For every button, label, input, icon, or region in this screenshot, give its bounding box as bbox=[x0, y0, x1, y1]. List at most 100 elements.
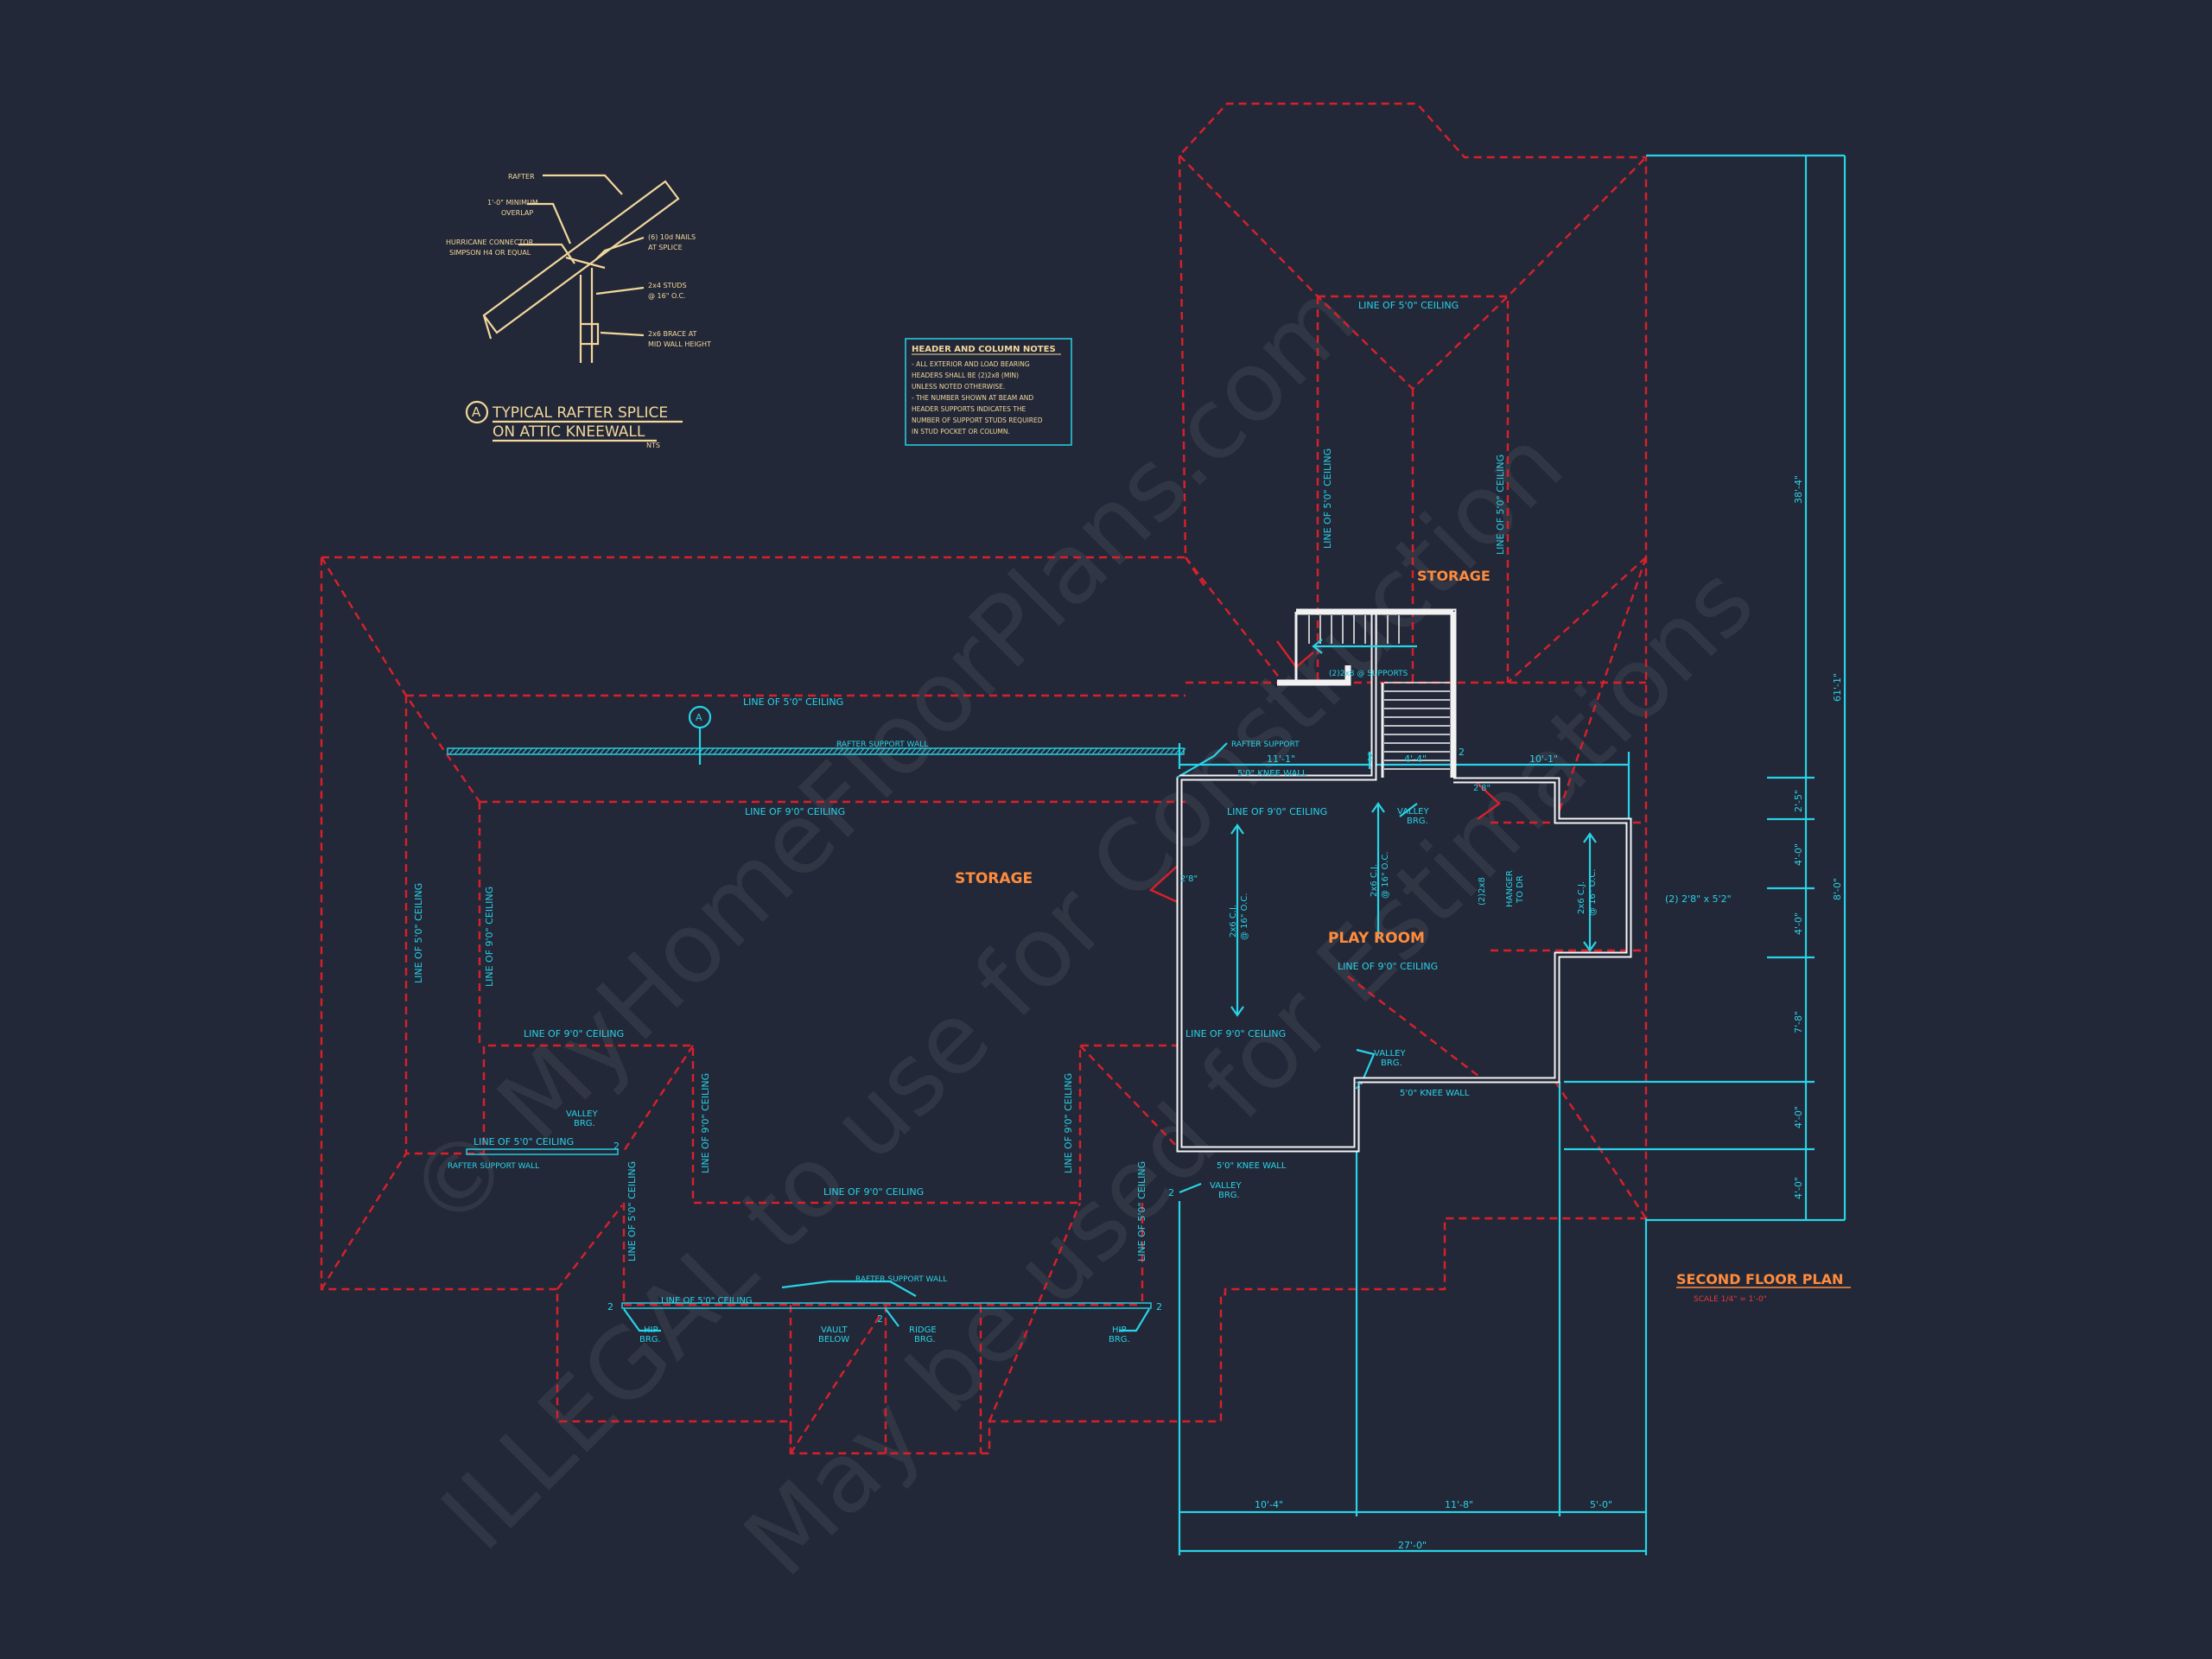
label-joist-1a: 2x6 C.J. bbox=[1229, 905, 1238, 938]
label-line9-playroom-bottom: LINE OF 9'0" CEILING bbox=[1338, 961, 1438, 972]
label-ridge-brg-a: RIDGE bbox=[909, 1325, 937, 1335]
label-overlap-2: OVERLAP bbox=[501, 209, 533, 217]
label-n2f: 2 bbox=[1156, 1301, 1162, 1313]
label-line5-bottom-left: LINE OF 5'0" CEILING bbox=[474, 1136, 574, 1147]
label-valley-brg-4a: VALLEY bbox=[1210, 1181, 1243, 1191]
leaders bbox=[623, 742, 1418, 1332]
label-line5-top: LINE OF 5'0" CEILING bbox=[743, 696, 843, 708]
dim-right-total: 61'-1" bbox=[1832, 673, 1843, 702]
stud-wall bbox=[579, 268, 600, 363]
notes-line: - ALL EXTERIOR AND LOAD BEARING bbox=[912, 360, 1030, 368]
notes-line: IN STUD POCKET OR COLUMN. bbox=[912, 428, 1010, 435]
door-swing-playroom bbox=[1472, 779, 1501, 820]
notes-line: HEADER SUPPORTS INDICATES THE bbox=[912, 405, 1026, 413]
room-storage-main: STORAGE bbox=[955, 870, 1033, 887]
label-door-1: 2'8" bbox=[1180, 874, 1198, 884]
rafter-support-wall-bottom bbox=[621, 1302, 1152, 1309]
label-valley-brg-2b: BRG. bbox=[1381, 1058, 1402, 1068]
label-knee-wall-bottom: 5'0" KNEE WALL bbox=[1217, 1161, 1287, 1171]
plan-labels: LINE OF 5'0" CEILING LINE OF 5'0" CEILIN… bbox=[413, 300, 1732, 1344]
label-line5-upper-left: LINE OF 5'0" CEILING bbox=[1322, 448, 1333, 549]
detail-leaders bbox=[518, 174, 645, 337]
joist-arrow-3 bbox=[1583, 832, 1597, 952]
detail-marker-letter: A bbox=[472, 404, 481, 420]
notes-box bbox=[905, 338, 1072, 446]
label-line9-mid: LINE OF 9'0" CEILING bbox=[1185, 1028, 1286, 1039]
dim-bot-5-0: 5'-0" bbox=[1590, 1499, 1612, 1510]
label-line9-lower: LINE OF 9'0" CEILING bbox=[823, 1186, 924, 1198]
label-joist-1b: @ 16" O.C. bbox=[1240, 893, 1249, 941]
label-door-2: 2'8" bbox=[1473, 784, 1491, 793]
rafter-splice-detail: A TYPICAL RAFTER SPLICE ON ATTIC KNEEWAL… bbox=[446, 173, 711, 449]
notes-title: HEADER AND COLUMN NOTES bbox=[912, 345, 1056, 354]
label-line9-storage: LINE OF 9'0" CEILING bbox=[745, 806, 845, 817]
label-hip-brg-left-a: HIP bbox=[644, 1325, 658, 1335]
dim-bot-total: 27'-0" bbox=[1398, 1540, 1427, 1551]
notes-lines: - ALL EXTERIOR AND LOAD BEARING HEADERS S… bbox=[912, 360, 1043, 435]
label-window: (2) 2'8" x 5'2" bbox=[1665, 893, 1732, 905]
label-valley-brg-3a: VALLEY bbox=[566, 1109, 599, 1119]
door-swing-storage bbox=[1148, 863, 1180, 905]
plan-scale: SCALE 1/4" = 1'-0" bbox=[1694, 1295, 1767, 1304]
label-overlap-1: 1'-0" MINIMUM bbox=[487, 199, 538, 207]
ceiling-9ft-left bbox=[478, 800, 1185, 1046]
label-rafter-support-wall-top: RAFTER SUPPORT WALL bbox=[836, 741, 928, 749]
label-hurricane-2: SIMPSON H4 OR EQUAL bbox=[449, 249, 531, 257]
label-rafter-support-wall-left: RAFTER SUPPORT WALL bbox=[448, 1162, 539, 1171]
label-header-2x8: (2)2x8 bbox=[1478, 877, 1487, 906]
notes-line: HEADERS SHALL BE (2)2x8 (MIN) bbox=[912, 372, 1019, 379]
label-joist-2b: @ 16" O.C. bbox=[1381, 852, 1390, 899]
dim-top-11-1: 11'-1" bbox=[1267, 753, 1295, 765]
label-nails-1: (6) 10d NAILS bbox=[648, 233, 696, 241]
detail-scale: NTS bbox=[646, 442, 660, 449]
label-n2a: 2 bbox=[1367, 752, 1373, 763]
label-n2d: 2 bbox=[607, 1301, 613, 1313]
stair-arrow bbox=[1312, 639, 1417, 654]
label-rafter: RAFTER bbox=[508, 173, 535, 181]
label-knee-wall-mid: 5'0" KNEE WALL bbox=[1400, 1089, 1470, 1098]
playroom-walls bbox=[1176, 608, 1632, 1153]
dim-right-4-0c: 4'-0" bbox=[1793, 1106, 1804, 1128]
label-stairs: (2)2x8 @ SUPPORTS bbox=[1329, 670, 1408, 678]
label-hanger-2: TO DR bbox=[1516, 875, 1525, 904]
label-n2g: 2 bbox=[613, 1141, 620, 1152]
label-line5-lower-right-vert: LINE OF 5'0" CEILING bbox=[1136, 1161, 1147, 1262]
label-line9-left-vert: LINE OF 9'0" CEILING bbox=[484, 887, 495, 987]
dim-top-10-1: 10'-1" bbox=[1529, 753, 1558, 765]
hip-lines bbox=[320, 556, 1207, 1454]
detail-marker-circle bbox=[465, 400, 489, 424]
plan-title: SECOND FLOOR PLAN bbox=[1676, 1271, 1843, 1287]
label-hip-brg-left-b: BRG. bbox=[639, 1335, 661, 1344]
dim-top bbox=[1178, 743, 1630, 821]
label-line5-upper-right: LINE OF 5'0" CEILING bbox=[1495, 454, 1506, 555]
label-knee-wall-top: 5'0" KNEE WALL bbox=[1237, 769, 1307, 779]
rafter-support-wall-left bbox=[466, 1148, 619, 1155]
stair-treads bbox=[1294, 612, 1455, 778]
label-n2c: 2 bbox=[1168, 1187, 1174, 1198]
label-line5-bottom: LINE OF 5'0" CEILING bbox=[661, 1296, 753, 1306]
detail-tag-letter: A bbox=[696, 712, 702, 723]
label-line5-left-vert: LINE OF 5'0" CEILING bbox=[413, 883, 424, 983]
joist-arrow-1 bbox=[1230, 823, 1244, 1017]
label-valley-brg-4b: BRG. bbox=[1218, 1191, 1240, 1200]
notes-line: - THE NUMBER SHOWN AT BEAM AND bbox=[912, 394, 1033, 402]
label-nails-2: AT SPLICE bbox=[648, 244, 683, 251]
dim-right-4-0d: 4'-0" bbox=[1793, 1177, 1804, 1199]
label-studs-2: @ 16" O.C. bbox=[648, 292, 686, 300]
label-n2e: 2 bbox=[877, 1313, 883, 1325]
label-valley-brg-3b: BRG. bbox=[574, 1119, 595, 1128]
dimension-lines bbox=[447, 154, 1847, 1555]
notes-line: UNLESS NOTED OTHERWISE. bbox=[912, 383, 1005, 391]
dim-right-2-5: 2'-5" bbox=[1793, 790, 1804, 812]
label-valley-brg-1a: VALLEY bbox=[1397, 807, 1430, 817]
upper-wing-hips bbox=[1185, 556, 1647, 684]
label-line9-lower-left-vert: LINE OF 9'0" CEILING bbox=[700, 1073, 711, 1173]
label-vault-a: VAULT bbox=[821, 1325, 849, 1335]
dim-right-7-8: 7'-8" bbox=[1793, 1011, 1804, 1033]
dim-right-38-4: 38'-4" bbox=[1793, 475, 1804, 504]
label-brace-2: MID WALL HEIGHT bbox=[648, 340, 711, 348]
ceiling-5ft-left bbox=[404, 694, 1185, 1205]
label-line9-left-wing: LINE OF 9'0" CEILING bbox=[524, 1028, 624, 1039]
label-line9-playroom-top: LINE OF 9'0" CEILING bbox=[1227, 806, 1327, 817]
dim-right-8-0: 8'-0" bbox=[1832, 878, 1843, 900]
